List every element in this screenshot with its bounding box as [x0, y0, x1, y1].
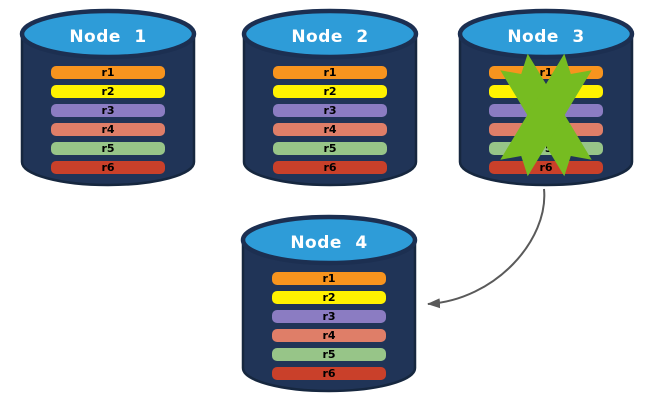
cylinder-top	[241, 8, 419, 60]
replica-bar-r4: r4	[272, 329, 386, 342]
replica-bar-r3: r3	[273, 104, 387, 117]
replica-bar-r6: r6	[273, 161, 387, 174]
replica-bar-r2: r2	[272, 291, 386, 304]
node-1-title: Node 1	[69, 27, 147, 47]
node-4: Node 4 r1 r2 r3 r4 r5 r6	[240, 214, 418, 394]
replica-bar-r6: r6	[51, 161, 165, 174]
replica-bar-r1: r1	[272, 272, 386, 285]
cylinder-top	[457, 8, 635, 60]
replica-bar-r5: r5	[272, 348, 386, 361]
arrow-curve	[427, 188, 546, 309]
cylinder-top	[240, 214, 418, 266]
node-1-replica-list: r1 r2 r3 r4 r5 r6	[51, 66, 165, 180]
replica-bar-r5: r5	[273, 142, 387, 155]
cylinder-top	[19, 8, 197, 60]
node-2: Node 2 r1 r2 r3 r4 r5 r6	[241, 8, 419, 188]
node-1: Node 1 r1 r2 r3 r4 r5 r6	[19, 8, 197, 188]
replica-bar-r2: r2	[273, 85, 387, 98]
replica-bar-r5: r5	[51, 142, 165, 155]
replica-bar-r4: r4	[51, 123, 165, 136]
replica-bar-r1: r1	[273, 66, 387, 79]
node-3-title: Node 3	[507, 27, 585, 47]
node-2-replica-list: r1 r2 r3 r4 r5 r6	[273, 66, 387, 180]
node-4-title: Node 4	[290, 233, 368, 253]
replica-bar-r3: r3	[51, 104, 165, 117]
failure-x-icon	[500, 53, 592, 177]
node-3: Node 3 r1 r2 r3 r4 r5 r6	[457, 8, 635, 188]
replica-bar-r2: r2	[51, 85, 165, 98]
node-2-title: Node 2	[291, 27, 369, 47]
x-stroke	[500, 53, 592, 177]
replica-bar-r1: r1	[51, 66, 165, 79]
replica-bar-r6: r6	[272, 367, 386, 380]
replica-bar-r6: r6	[489, 161, 603, 174]
node-4-replica-list: r1 r2 r3 r4 r5 r6	[272, 272, 386, 386]
replica-bar-r3: r3	[272, 310, 386, 323]
replica-bar-r4: r4	[273, 123, 387, 136]
failover-arrow	[427, 188, 546, 309]
